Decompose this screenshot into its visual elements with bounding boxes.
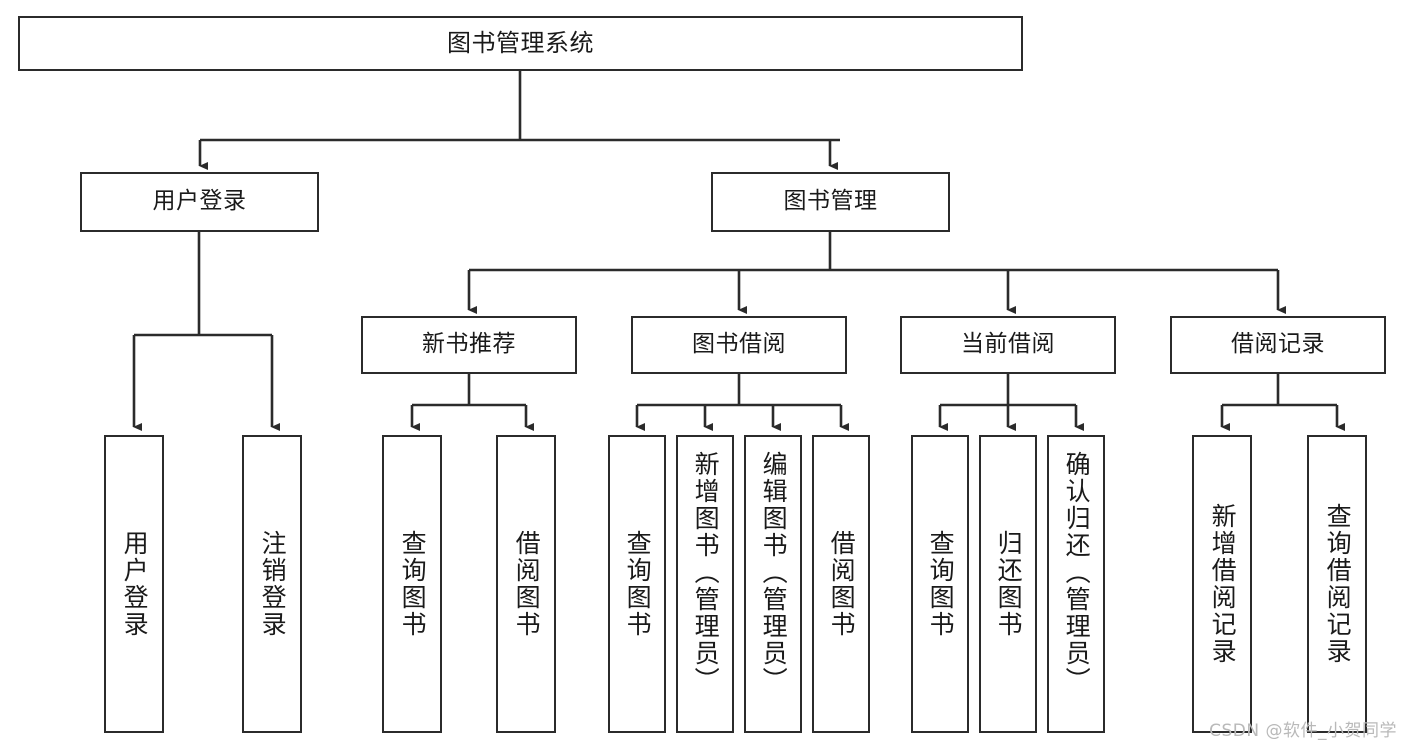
node-leaf-add-book-admin[interactable]: 新增图书（管理员） bbox=[676, 435, 734, 733]
node-leaf-lend-book[interactable]: 借阅图书 bbox=[812, 435, 870, 733]
node-leaf-borrow-book-recommend[interactable]: 借阅图书 bbox=[496, 435, 556, 733]
node-user-login-label: 用户登录 bbox=[152, 188, 247, 215]
node-book-management[interactable]: 图书管理 bbox=[711, 172, 950, 232]
node-leaf-borrow-book-recommend-label: 借阅图书 bbox=[512, 530, 542, 638]
node-book-borrow[interactable]: 图书借阅 bbox=[631, 316, 847, 374]
node-leaf-add-book-admin-label: 新增图书（管理员） bbox=[691, 451, 721, 694]
node-leaf-edit-book-admin[interactable]: 编辑图书（管理员） bbox=[744, 435, 802, 733]
node-new-book-recommend-label: 新书推荐 bbox=[422, 331, 516, 358]
node-root-label: 图书管理系统 bbox=[447, 29, 594, 58]
node-book-borrow-label: 图书借阅 bbox=[692, 331, 786, 358]
node-current-borrow-label: 当前借阅 bbox=[961, 331, 1055, 358]
node-leaf-login[interactable]: 用户登录 bbox=[104, 435, 164, 733]
node-book-management-label: 图书管理 bbox=[783, 188, 878, 215]
watermark-text: CSDN @软件_小贺同学 bbox=[1209, 721, 1397, 741]
node-leaf-login-label: 用户登录 bbox=[120, 530, 150, 638]
node-leaf-query-book-borrow[interactable]: 查询图书 bbox=[608, 435, 666, 733]
node-borrow-record-label: 借阅记录 bbox=[1231, 331, 1325, 358]
node-leaf-query-borrow-record-label: 查询借阅记录 bbox=[1323, 503, 1353, 665]
node-leaf-query-book-recommend-label: 查询图书 bbox=[398, 530, 428, 638]
node-leaf-lend-book-label: 借阅图书 bbox=[827, 530, 857, 638]
node-leaf-confirm-return-admin[interactable]: 确认归还（管理员） bbox=[1047, 435, 1105, 733]
node-leaf-return-book[interactable]: 归还图书 bbox=[979, 435, 1037, 733]
node-leaf-add-borrow-record[interactable]: 新增借阅记录 bbox=[1192, 435, 1252, 733]
node-user-login[interactable]: 用户登录 bbox=[80, 172, 319, 232]
node-current-borrow[interactable]: 当前借阅 bbox=[900, 316, 1116, 374]
node-borrow-record[interactable]: 借阅记录 bbox=[1170, 316, 1386, 374]
node-new-book-recommend[interactable]: 新书推荐 bbox=[361, 316, 577, 374]
node-root[interactable]: 图书管理系统 bbox=[18, 16, 1023, 71]
node-leaf-edit-book-admin-label: 编辑图书（管理员） bbox=[759, 451, 789, 694]
node-leaf-return-book-label: 归还图书 bbox=[994, 530, 1024, 638]
node-leaf-query-book-borrow-label: 查询图书 bbox=[623, 530, 653, 638]
node-leaf-confirm-return-admin-label: 确认归还（管理员） bbox=[1062, 451, 1092, 694]
node-leaf-logout[interactable]: 注销登录 bbox=[242, 435, 302, 733]
node-leaf-query-book-current-label: 查询图书 bbox=[926, 530, 956, 638]
node-leaf-query-borrow-record[interactable]: 查询借阅记录 bbox=[1307, 435, 1367, 733]
node-leaf-add-borrow-record-label: 新增借阅记录 bbox=[1208, 503, 1238, 665]
node-leaf-query-book-current[interactable]: 查询图书 bbox=[911, 435, 969, 733]
node-leaf-logout-label: 注销登录 bbox=[258, 530, 288, 638]
node-leaf-query-book-recommend[interactable]: 查询图书 bbox=[382, 435, 442, 733]
